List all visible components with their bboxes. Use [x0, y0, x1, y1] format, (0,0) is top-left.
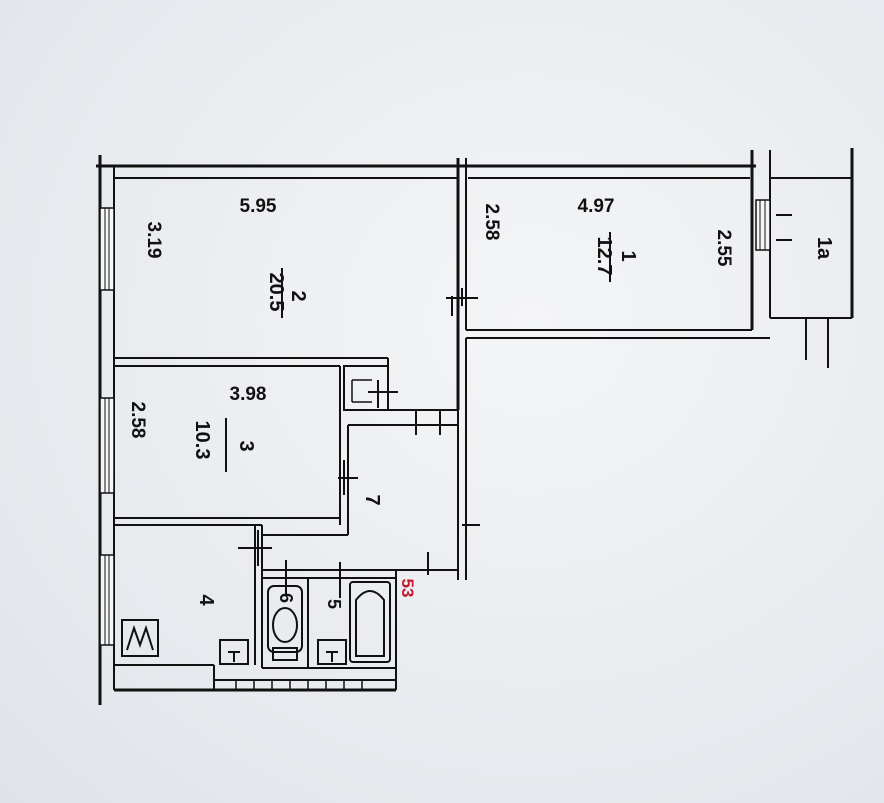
room-3-number: 3 — [235, 440, 257, 451]
room-1-length: 4.97 — [578, 196, 615, 217]
door-marks — [238, 214, 792, 598]
room-3-labels: 2.58 3.98 3 10.3 — [127, 384, 266, 472]
room-1a-number: 1a — [813, 237, 835, 260]
room-2-number: 2 — [287, 290, 309, 301]
toilet-icon — [267, 585, 303, 661]
room-3-area: 10.3 — [191, 421, 213, 460]
room-1-width: 2.55 — [713, 230, 734, 267]
ventilation-hatch — [235, 680, 363, 690]
room-4-number: 4 — [195, 594, 217, 606]
room-1a-labels: 1a — [813, 237, 835, 260]
room-5-labels: 5 — [324, 599, 344, 609]
room-1-area: 12.7 — [593, 237, 615, 276]
room-3-length: 3.98 — [230, 384, 267, 405]
room-2-area: 20.5 — [265, 273, 287, 312]
room-2-width: 3.19 — [143, 222, 164, 259]
heater-icon — [219, 639, 249, 665]
room-7-number: 7 — [361, 494, 383, 505]
room-2-length: 5.95 — [240, 196, 277, 217]
room-5-number: 5 — [324, 599, 344, 609]
closet-hatch — [351, 379, 372, 403]
balcony-1a-walls — [755, 148, 854, 368]
room-1-number: 1 — [617, 250, 639, 261]
room-4-labels: 4 — [195, 594, 217, 606]
room-2-labels: 3.19 5.95 2 20.5 — [143, 196, 309, 318]
room-6-number: 6 — [276, 593, 296, 603]
stove-icon — [121, 619, 159, 657]
room-1-width2: 2.58 — [481, 204, 502, 241]
room-1-labels: 2.58 4.97 1 12.7 2.55 — [481, 196, 734, 282]
room-3-width: 2.58 — [127, 402, 148, 439]
bathtub-icon — [349, 581, 391, 663]
room-7-labels: 7 — [361, 494, 383, 505]
apartment-stamp: 53 — [398, 579, 417, 598]
windows — [99, 207, 115, 646]
heater-icon — [317, 639, 347, 665]
room-6-labels: 6 — [276, 593, 296, 603]
